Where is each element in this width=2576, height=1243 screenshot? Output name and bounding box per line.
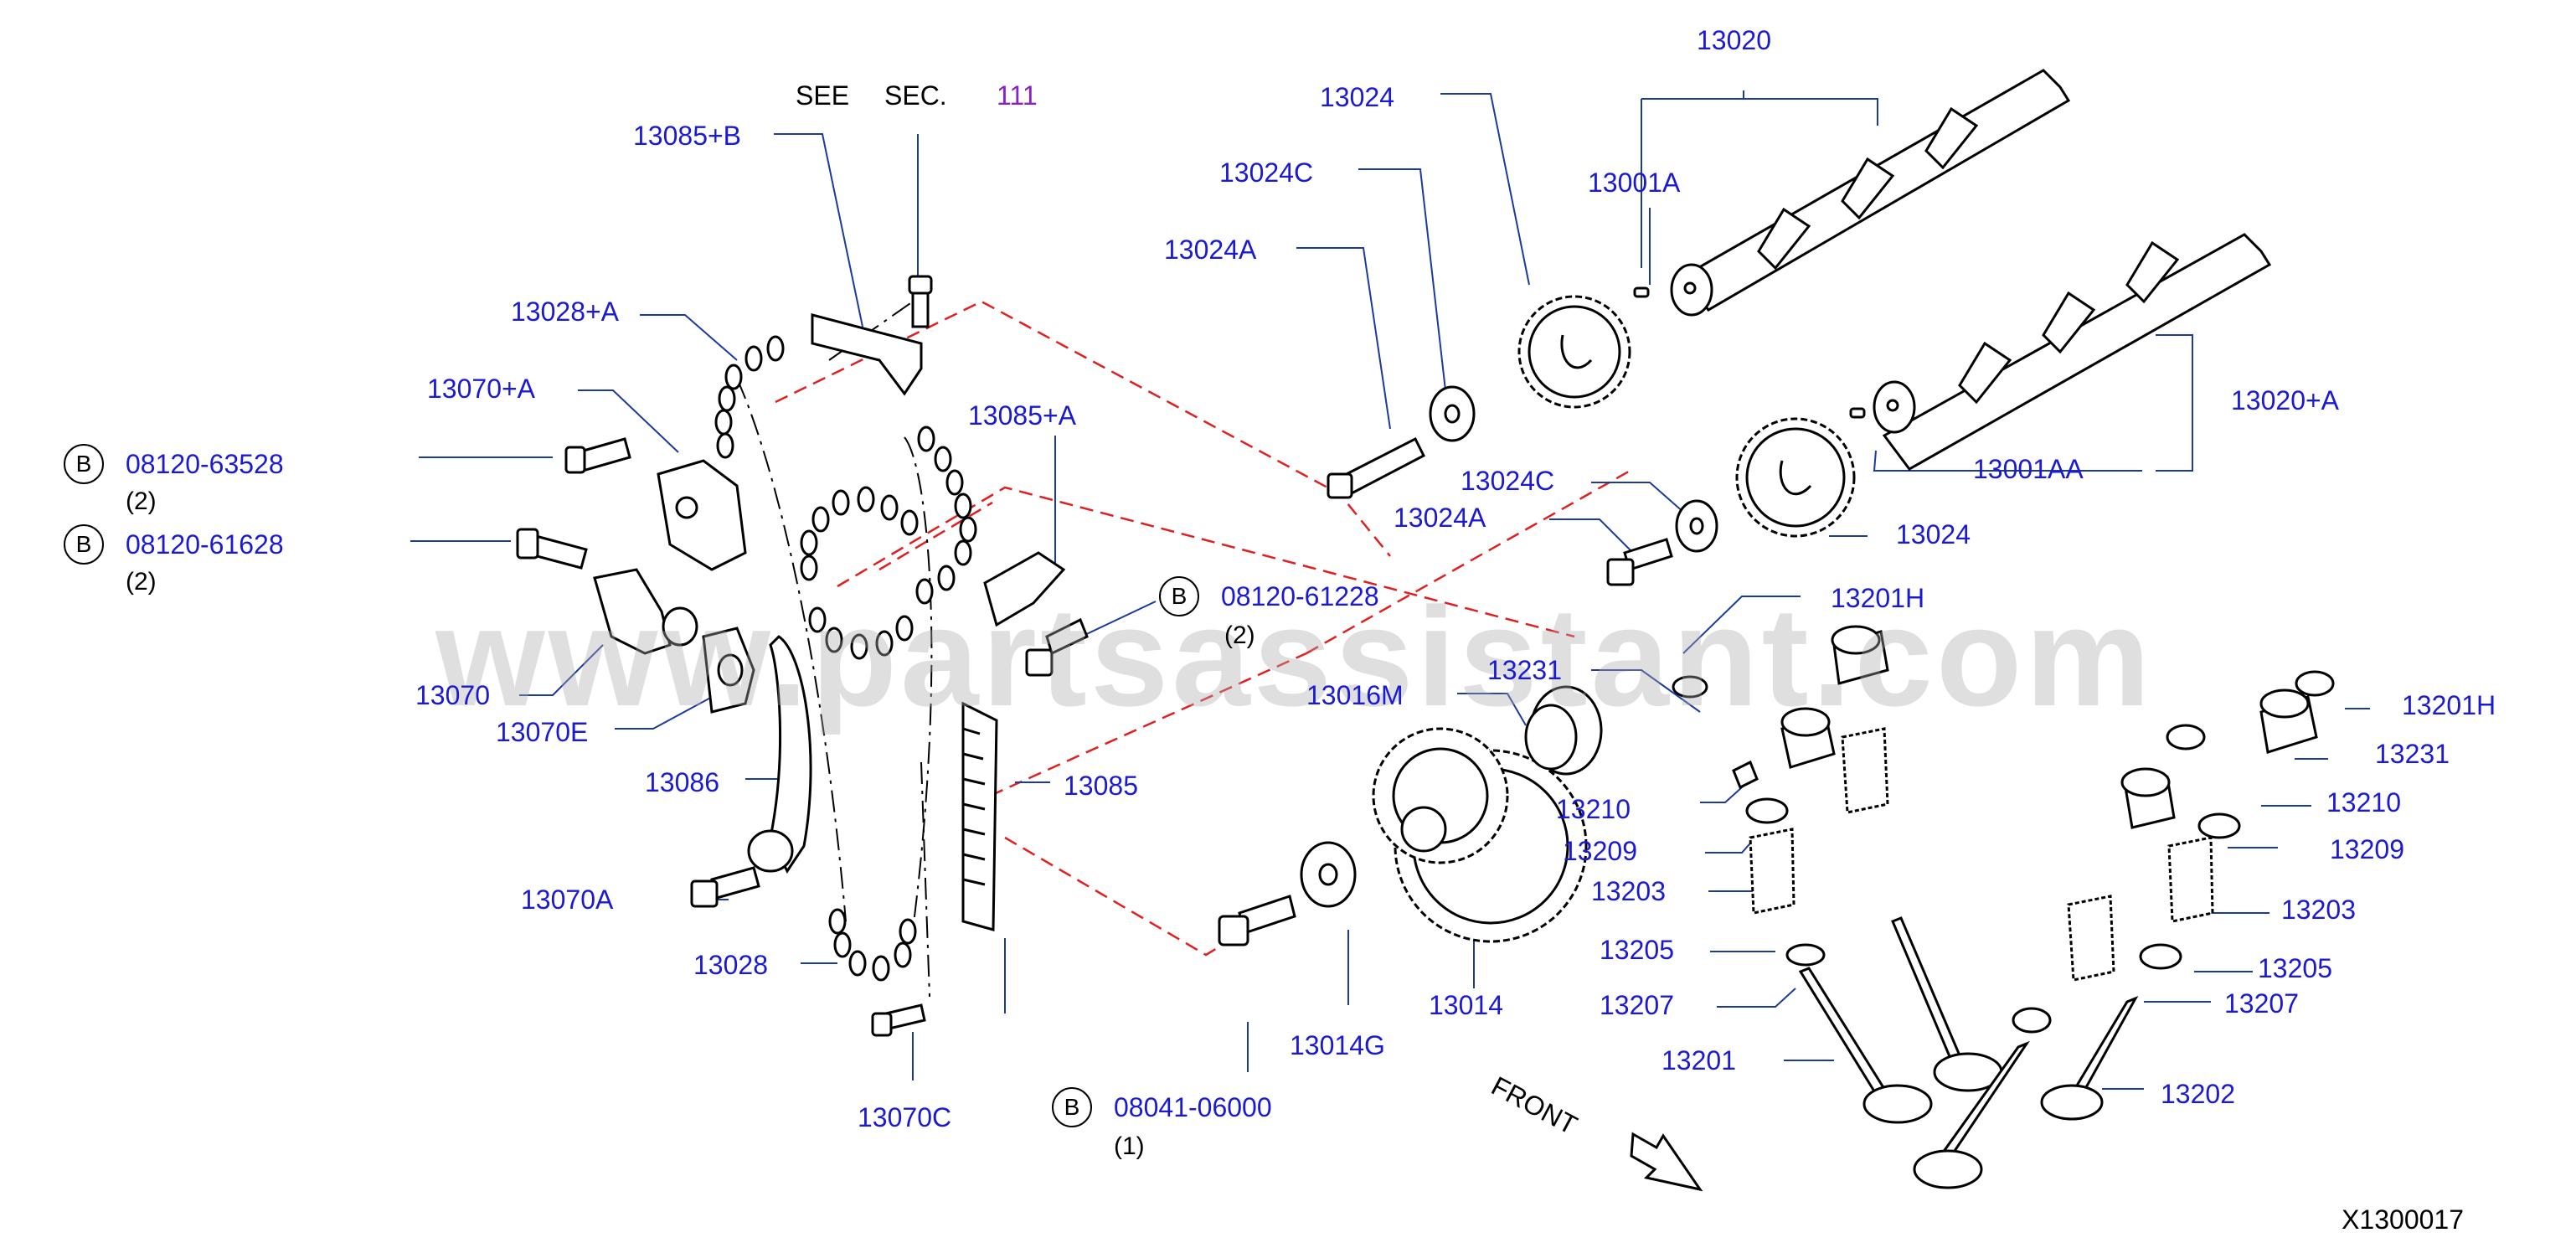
part-label-13203-mid[interactable]: 13203 [1591,876,1666,906]
bolt-part-08120-61628[interactable]: 08120-61628 [126,529,284,560]
part-label-13014g[interactable]: 13014G [1290,1030,1385,1060]
part-label-13209-right[interactable]: 13209 [2330,834,2404,864]
part-label-13085[interactable]: 13085 [1064,771,1138,801]
diagram-reference-code: X1300017 [2342,1204,2464,1235]
chain-guides [769,313,1066,931]
part-label-13231-right[interactable]: 13231 [2375,739,2450,769]
part-label-13210-mid[interactable]: 13210 [1556,794,1631,824]
part-label-13070e[interactable]: 13070E [496,717,589,747]
part-label-13024c-top[interactable]: 13024C [1219,157,1314,188]
part-label-13085-plus-b[interactable]: 13085+B [633,121,742,151]
bolt-qty-3: (2) [1224,622,1255,649]
part-label-13205-right[interactable]: 13205 [2258,953,2332,983]
part-label-13024a-mid[interactable]: 13024A [1394,503,1486,533]
bolt-part-08120-61228[interactable]: 08120-61228 [1221,581,1379,611]
sec-label: SEC. [884,80,947,111]
part-label-13020-plus-a[interactable]: 13020+A [2231,385,2340,415]
bolt-qty-1: (2) [126,487,157,515]
front-arrow [1630,1132,1703,1192]
part-label-13207-right[interactable]: 13207 [2224,988,2299,1019]
washers [1300,385,1718,908]
part-label-13207-mid[interactable]: 13207 [1600,990,1674,1020]
bolt-mark-b-2: B [64,524,104,565]
part-label-13201[interactable]: 13201 [1662,1045,1736,1075]
part-label-13202[interactable]: 13202 [2161,1079,2235,1109]
chain-tensioner [593,459,794,873]
part-label-13201h-right[interactable]: 13201H [2402,690,2496,720]
part-label-13209-mid[interactable]: 13209 [1563,836,1637,866]
part-label-13028[interactable]: 13028 [693,950,768,980]
part-label-13024a-top[interactable]: 13024A [1164,235,1257,265]
part-label-13203-right[interactable]: 13203 [2281,895,2356,925]
camshafts [1633,69,2272,471]
part-label-13001a[interactable]: 13001A [1588,168,1681,198]
part-label-13024-top[interactable]: 13024 [1320,82,1394,112]
small-bolts [516,275,1673,1037]
see-label: SEE [796,80,850,111]
watermark: www.partsassistant.com [435,578,2154,735]
part-label-13024c-mid[interactable]: 13024C [1461,466,1555,496]
part-label-13020[interactable]: 13020 [1697,25,1771,55]
bolt-mark-b-4: B [1052,1087,1092,1127]
bolt-part-08041-06000[interactable]: 08041-06000 [1114,1092,1272,1122]
part-label-13070[interactable]: 13070 [415,680,490,710]
valve-assembly-right [1913,670,2335,1189]
part-label-13070-plus-a[interactable]: 13070+A [427,374,536,404]
part-label-13231-mid[interactable]: 13231 [1487,655,1562,685]
part-label-13028-plus-a[interactable]: 13028+A [511,297,620,327]
bolt-qty-4: (1) [1114,1132,1145,1160]
part-label-13086[interactable]: 13086 [645,767,719,797]
part-label-13070c[interactable]: 13070C [858,1102,952,1132]
part-label-13201h-mid[interactable]: 13201H [1831,583,1925,613]
part-label-13085-plus-a[interactable]: 13085+A [968,400,1077,431]
part-label-13070a[interactable]: 13070A [521,885,614,915]
part-label-13205-mid[interactable]: 13205 [1600,935,1674,965]
part-label-13001aa[interactable]: 13001AA [1973,454,2084,484]
part-label-13016m[interactable]: 13016M [1306,680,1404,710]
sprockets [1372,295,1856,943]
section-reference-link[interactable]: 111 [997,80,1038,111]
bolt-mark-b-3: B [1159,576,1199,616]
part-label-13014[interactable]: 13014 [1429,990,1503,1020]
part-label-13024-mid[interactable]: 13024 [1896,519,1971,549]
part-label-13210-right[interactable]: 13210 [2326,787,2401,817]
bolt-qty-2: (2) [126,568,157,596]
valve-assembly-middle [1672,625,2003,1124]
bolt-part-08120-63528[interactable]: 08120-63528 [126,449,284,479]
bolt-mark-b-1: B [64,444,104,484]
